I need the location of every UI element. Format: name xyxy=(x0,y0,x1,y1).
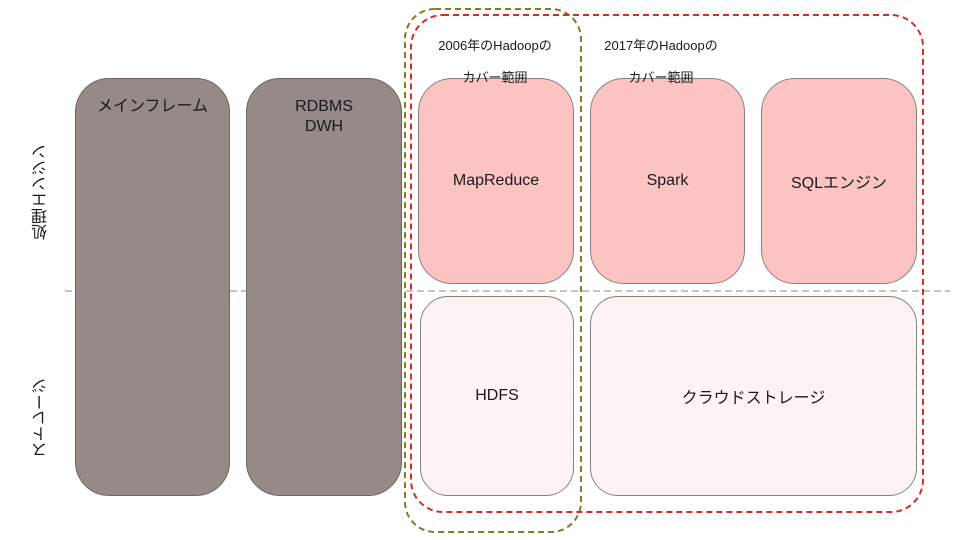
rdbms-label: RDBMS xyxy=(295,98,353,115)
hdfs-label: HDFS xyxy=(475,387,519,404)
dwh-label: DWH xyxy=(304,118,344,135)
mapreduce-box: MapReduce xyxy=(418,78,574,284)
sql-engine-label: SQLエンジン xyxy=(790,175,888,192)
rdbms-dwh-box: RDBMS DWH xyxy=(246,78,402,496)
range-2006-label: 2006年のHadoopの カバー範囲 xyxy=(438,38,552,85)
cloud-storage-box: クラウドストレージ xyxy=(590,296,917,496)
mapreduce-label: MapReduce xyxy=(452,172,540,189)
range-2017-label: 2017年のHadoopの カバー範囲 xyxy=(604,38,718,85)
row-label-engine: 処理エンジン xyxy=(33,144,50,240)
hdfs-box: HDFS xyxy=(420,296,574,496)
cloud-storage-label: クラウドストレージ xyxy=(681,390,826,407)
spark-label: Spark xyxy=(646,172,689,189)
mainframe-box: メインフレーム xyxy=(75,78,230,496)
row-label-storage: ストレージ xyxy=(33,378,50,458)
mainframe-label: メインフレーム xyxy=(96,98,209,115)
rdbms-dwh-label: RDBMS DWH xyxy=(295,97,353,137)
spark-box: Spark xyxy=(590,78,745,284)
sql-engine-box: SQLエンジン xyxy=(761,78,917,284)
